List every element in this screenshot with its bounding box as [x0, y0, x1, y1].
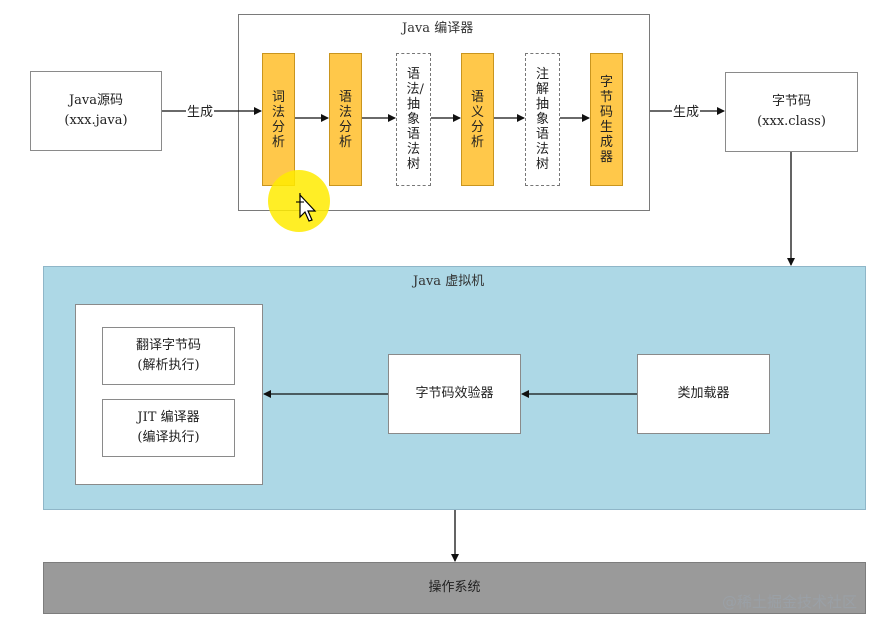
jit-compiler-mode: (编译执行): [137, 430, 200, 445]
stage-bytecode-generator-label: 字节码生成器: [599, 74, 613, 165]
class-loader-box: 类加载器: [637, 354, 770, 434]
stage-bytecode-generator: 字节码生成器: [590, 53, 623, 186]
operating-system-label: 操作系统: [428, 580, 481, 595]
cursor-highlight: [268, 170, 330, 232]
interpreter-label: 翻译字节码: [135, 338, 201, 353]
jit-compiler-label: JIT 编译器: [137, 410, 200, 425]
stage-syntax-analysis-label: 语法分析: [338, 89, 352, 150]
stage-semantic-analysis: 语义分析: [461, 53, 494, 186]
generate-label-left: 生成: [186, 101, 215, 120]
stage-syntax-analysis: 语法分析: [329, 53, 362, 186]
stage-syntax-tree-label: 语法/抽象语法树: [406, 67, 424, 172]
bytecode-label: 字节码: [771, 94, 811, 109]
stage-annotated-syntax-tree: 注解抽象语法树: [525, 53, 560, 186]
source-code-box: Java源码 (xxx.java): [30, 71, 162, 151]
bytecode-verifier-box: 字节码效验器: [388, 354, 521, 434]
source-code-filename: (xxx.java): [64, 113, 128, 128]
stage-lexical-analysis-label: 词法分析: [271, 89, 285, 150]
jit-compiler-box: JIT 编译器 (编译执行): [102, 399, 235, 457]
stage-annotated-syntax-tree-label: 注解抽象语法树: [535, 67, 549, 172]
move-cursor-icon: [296, 193, 317, 222]
generate-label-right: 生成: [672, 101, 701, 120]
interpreter-mode: (解析执行): [137, 358, 200, 373]
bytecode-box: 字节码 (xxx.class): [725, 72, 858, 152]
interpreter-box: 翻译字节码 (解析执行): [102, 327, 235, 385]
stage-syntax-tree: 语法/抽象语法树: [396, 53, 431, 186]
stage-semantic-analysis-label: 语义分析: [470, 89, 484, 150]
jvm-title: Java 虚拟机: [413, 274, 485, 289]
class-loader-label: 类加载器: [677, 386, 730, 401]
bytecode-verifier-label: 字节码效验器: [415, 386, 494, 401]
watermark-text: @稀土掘金技术社区: [722, 593, 858, 611]
compiler-title: Java 编译器: [402, 21, 474, 36]
source-code-label: Java源码: [68, 93, 124, 108]
bytecode-filename: (xxx.class): [757, 114, 826, 129]
operating-system-bar: 操作系统: [43, 562, 866, 614]
